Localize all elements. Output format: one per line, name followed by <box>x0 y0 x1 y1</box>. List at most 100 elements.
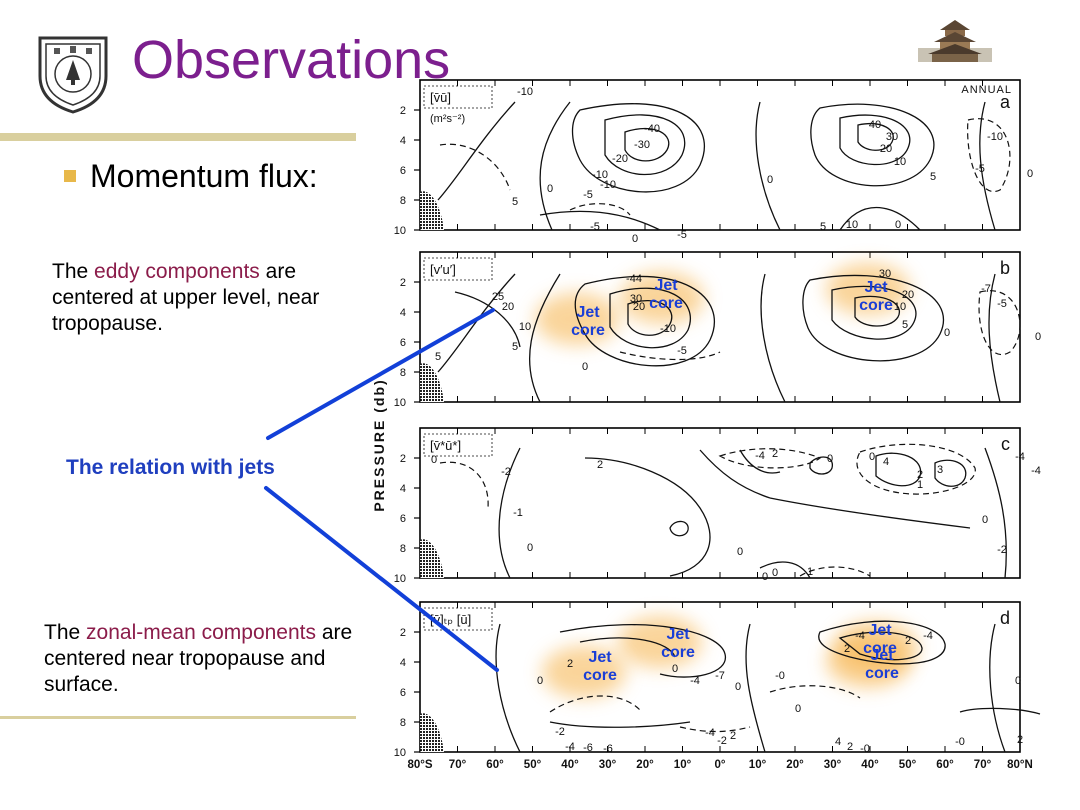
panel-b-ytick-label: 2 <box>400 277 406 289</box>
contour-label: -2 <box>997 544 1007 556</box>
panel-a-letter: a <box>1000 92 1011 112</box>
contour-line <box>988 273 1001 403</box>
contour-line <box>810 103 935 187</box>
contour-line <box>495 623 521 753</box>
contour-label: -1 <box>513 507 523 519</box>
contour-label: -4 <box>690 675 700 687</box>
contour-label: 0 <box>737 546 743 558</box>
contour-line <box>549 721 691 728</box>
contour-line <box>979 101 996 231</box>
contour-line <box>437 273 516 373</box>
contour-label: 20 <box>880 143 892 155</box>
header-rule <box>0 133 356 141</box>
jet-core-label-line: Jet <box>576 304 600 321</box>
zonal-note-highlight: zonal-mean components <box>86 621 316 644</box>
jet-core-label-line: Jet <box>864 279 888 296</box>
contour-line <box>624 127 670 162</box>
contour-label: 2 <box>567 658 573 670</box>
panel-b-symbol: [v′u′] <box>430 262 456 277</box>
contour-label: 0 <box>431 454 437 466</box>
relation-note: The relation with jets <box>66 456 275 479</box>
panel-a-symbol: [v̄ū] <box>430 90 451 105</box>
contour-label: 10 <box>894 301 906 313</box>
contour-label: -20 <box>612 153 628 165</box>
contour-line <box>989 623 1006 753</box>
panel-d-ytick-label: 4 <box>400 657 406 669</box>
y-axis-label: PRESSURE (db) <box>371 378 387 511</box>
contour-label: 0 <box>869 451 875 463</box>
contour-line <box>579 637 676 658</box>
x-tick-label: 60° <box>936 759 954 771</box>
connector-line-upper <box>266 308 495 440</box>
panel-d-symbol-frame <box>423 607 493 631</box>
panel-c-ytick-label: 6 <box>400 513 406 525</box>
contour-line <box>839 207 921 231</box>
bullet-marker <box>64 170 76 182</box>
jet-core-label-line: core <box>583 667 617 684</box>
contour-label: 2 <box>905 635 911 647</box>
contour-label: 0 <box>772 567 778 579</box>
contour-line <box>934 459 967 487</box>
contour-line <box>584 457 711 577</box>
contour-line <box>854 295 901 327</box>
contour-label: 0 <box>547 183 553 195</box>
contour-line <box>959 707 1041 715</box>
x-tick-label: 20° <box>786 759 804 771</box>
panel-c-frame <box>419 427 1021 579</box>
x-tick-label: 40° <box>561 759 579 771</box>
eddy-note: The eddy components are centered at uppe… <box>52 259 352 337</box>
x-tick-label: 30° <box>824 759 842 771</box>
contour-line <box>604 114 686 176</box>
contour-label: 2 <box>844 643 850 655</box>
contour-label: -4 <box>1015 451 1025 463</box>
contour-label: 20 <box>502 301 514 313</box>
contour-label: -10 <box>987 131 1003 143</box>
contour-label: 10 <box>846 219 858 231</box>
jet-core-label-line: core <box>859 297 893 314</box>
jet-core-label-line: core <box>571 322 605 339</box>
panel-a-frame <box>419 79 1021 231</box>
contour-label: 3 <box>937 464 943 476</box>
contour-label: 20 <box>633 301 645 313</box>
jet-core-glow <box>535 293 619 345</box>
contour-label: -0 <box>955 736 965 748</box>
panel-a-ytick-label: 8 <box>400 195 406 207</box>
contour-label: -6 <box>583 742 593 754</box>
panel-d-ytick-label: 6 <box>400 687 406 699</box>
contour-line-dashed <box>439 143 511 191</box>
panel-c-topography <box>420 539 444 578</box>
panel-c-ytick-label: 10 <box>394 573 406 585</box>
contour-line-dashed <box>619 351 721 361</box>
footer-rule <box>0 716 356 719</box>
contour-label: 2 <box>917 469 923 481</box>
contour-label: -5 <box>583 189 593 201</box>
panel-b-letter: b <box>1000 258 1010 278</box>
bullet-text: Momentum flux: <box>90 158 318 194</box>
contour-label: -4 <box>755 450 765 462</box>
x-tick-label: 0° <box>715 759 726 771</box>
jet-core-glow <box>542 646 626 698</box>
panel-c-letter: c <box>1001 434 1010 454</box>
contour-line <box>454 291 521 348</box>
panel-a-annual-tag: ANNUAL <box>961 84 1012 96</box>
contour-label: -7 <box>715 670 725 682</box>
contour-line <box>739 449 781 474</box>
contour-line-dashed <box>978 290 1021 355</box>
x-tick-label: 80°S <box>407 759 432 771</box>
panel-b-ytick-label: 4 <box>400 307 406 319</box>
connector-line-lower <box>264 486 499 672</box>
contour-label: -5 <box>975 163 985 175</box>
contour-label: 2 <box>730 730 736 742</box>
jet-core-label-line: core <box>863 640 897 657</box>
contour-label: -10 <box>592 169 608 181</box>
contour-line <box>769 497 971 529</box>
contour-label: 0 <box>1027 168 1033 180</box>
panel-c-ytick-label: 4 <box>400 483 406 495</box>
contour-label: 0 <box>944 327 950 339</box>
contour-label: -2 <box>717 735 727 747</box>
panel-d-letter: d <box>1000 608 1010 628</box>
panel-c-symbol: [v̄*ū*] <box>430 438 461 453</box>
